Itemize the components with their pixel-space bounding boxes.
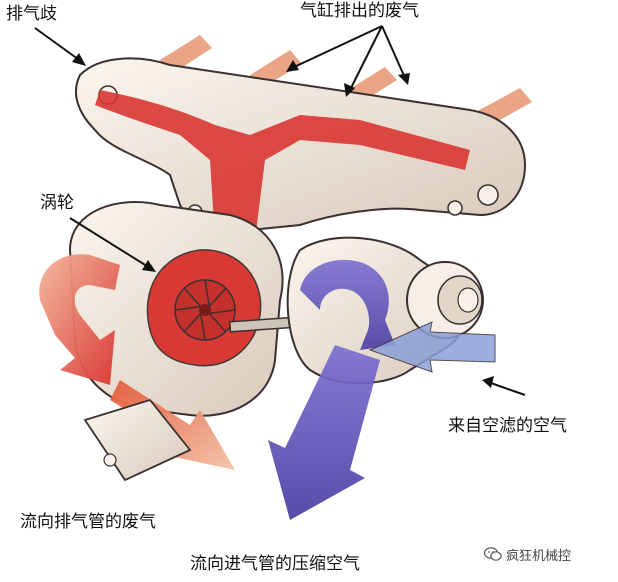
label-compressed-air: 流向进气管的压缩空气 <box>190 554 360 574</box>
label-exhaust-to-pipe: 流向排气管的废气 <box>20 512 156 532</box>
exhaust-manifold <box>75 57 527 232</box>
watermark: 疯狂机械控 <box>483 545 572 564</box>
compressed-air-flow <box>268 259 395 520</box>
watermark-text: 疯狂机械控 <box>506 549 572 564</box>
wechat-icon <box>483 547 502 562</box>
label-leaders <box>34 25 526 396</box>
label-air-from-filter: 来自空滤的空气 <box>448 416 567 436</box>
label-cylinder-exhaust: 气缸排出的废气 <box>300 1 419 21</box>
label-exhaust-manifold: 排气歧 <box>6 4 57 24</box>
turbine-wheel <box>174 279 236 341</box>
label-turbine: 涡轮 <box>40 193 74 213</box>
intake-air-flow <box>368 321 496 373</box>
turbine-housing <box>68 201 284 417</box>
turbine-outlet-flange <box>83 398 192 482</box>
manifold-exhaust-flow <box>95 90 470 240</box>
